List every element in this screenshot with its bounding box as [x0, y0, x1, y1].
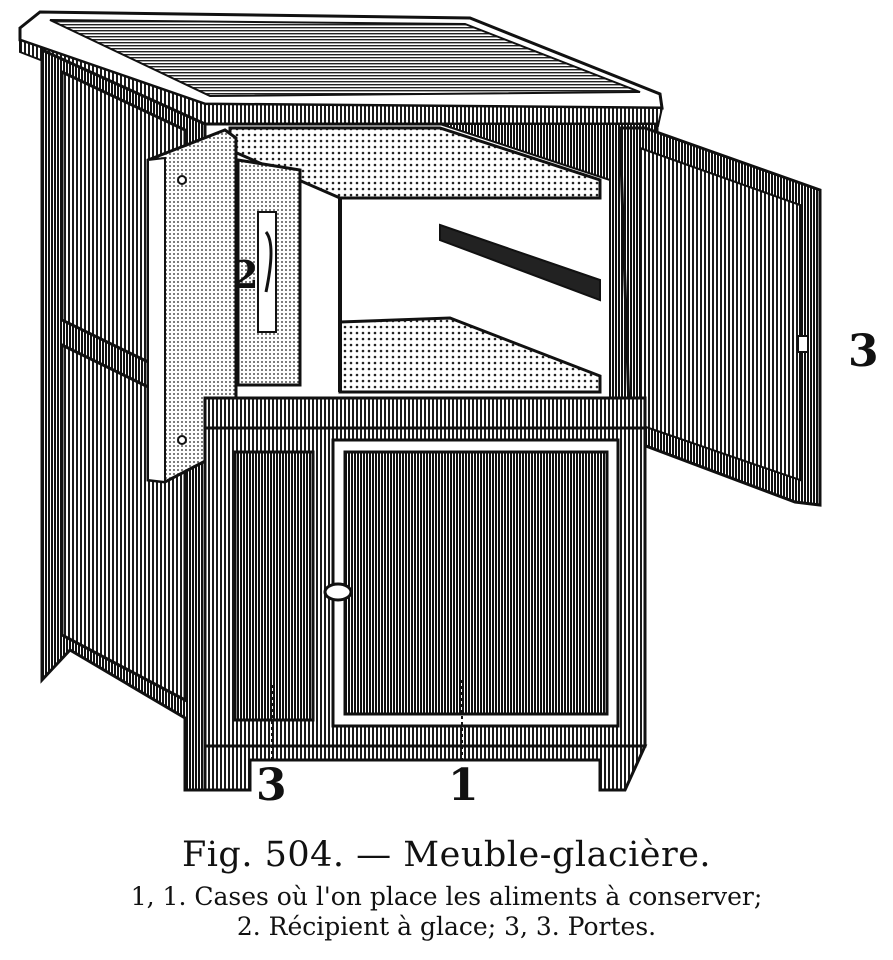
meuble-glaciere-illustration: 1 2 3 3 1 — [18, 10, 879, 811]
legend-line-2: 2. Récipient à glace; 3, 3. Portes. — [236, 912, 657, 941]
callout-shelf-1: 1 — [384, 236, 412, 282]
callout-door-3-left: 3 — [256, 760, 287, 811]
callout-ice-2: 2 — [232, 252, 258, 297]
middle-rail — [203, 396, 647, 430]
right-open-door — [618, 126, 822, 507]
leader-lines — [271, 680, 463, 762]
callout-door-3-right: 3 — [848, 326, 879, 377]
figure-title: Fig. 504. — Meuble-glacière. — [181, 835, 712, 875]
lower-cabinet — [203, 426, 648, 792]
cabinet-left-side — [40, 47, 207, 792]
door-keyhole — [323, 582, 353, 602]
callout-shelf-1-bottom: 1 — [448, 760, 479, 811]
figure-legend: 1, 1. Cases où l'on place les aliments à… — [0, 882, 893, 942]
figure-caption: Fig. 504. — Meuble-glacière. 1, 1. Cases… — [0, 832, 893, 942]
legend-line-1: 1, 1. Cases où l'on place les aliments à… — [130, 882, 763, 911]
ice-container — [236, 158, 302, 387]
